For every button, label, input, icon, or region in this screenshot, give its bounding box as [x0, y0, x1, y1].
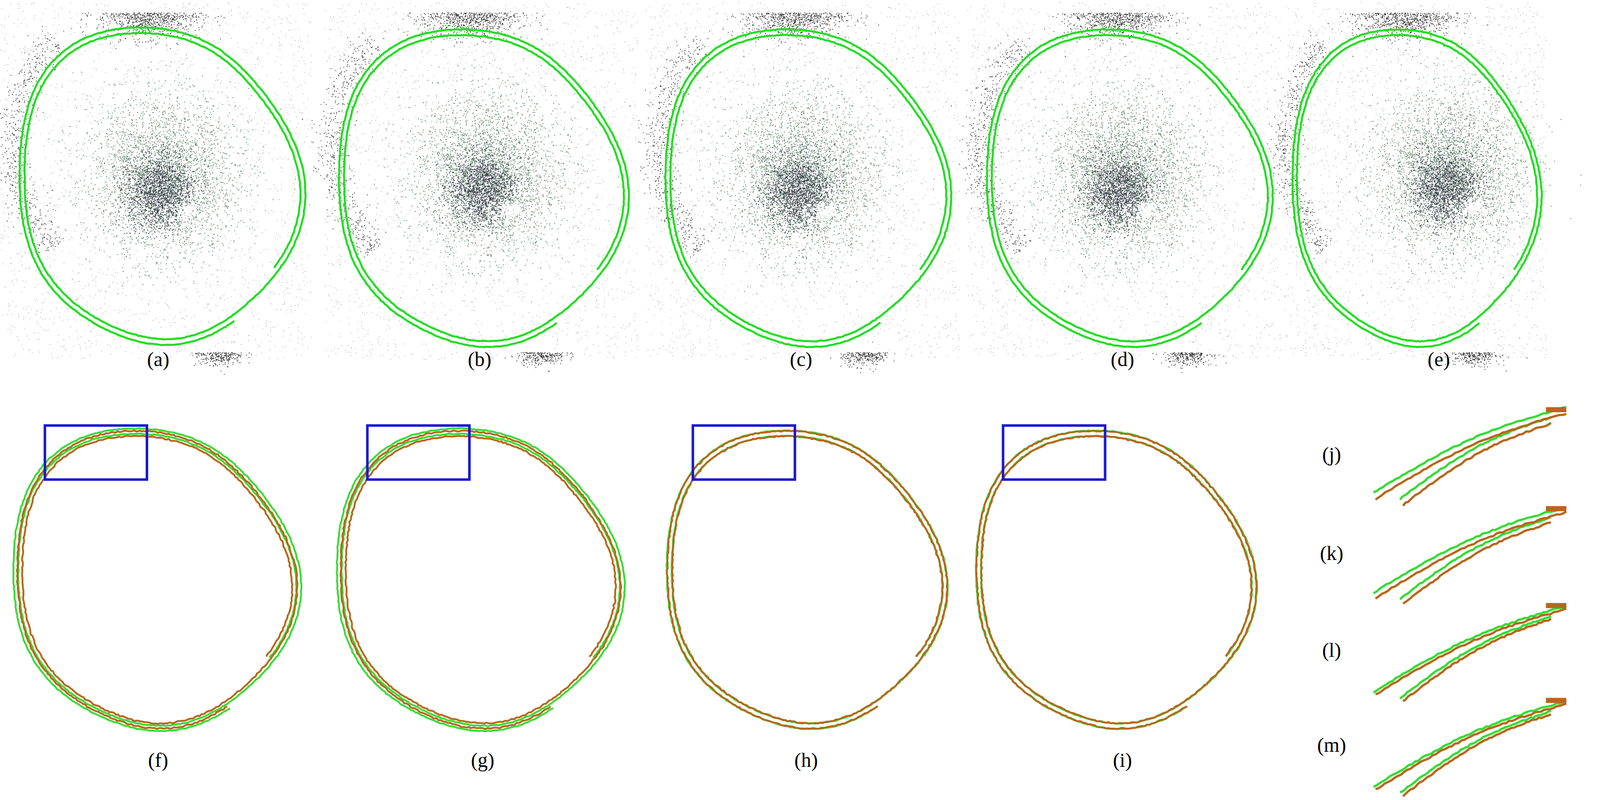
point-cloud — [1061, 133, 1172, 258]
inset-trajectory — [1400, 416, 1552, 500]
panel-label: (g) — [470, 748, 495, 773]
ground-truth — [666, 430, 948, 729]
panel-label: (l) — [1322, 637, 1342, 662]
trajectory — [19, 27, 306, 346]
zoom-box — [367, 425, 470, 480]
inset-trajectory — [1375, 703, 1567, 790]
point-cloud — [812, 198, 836, 227]
panel-label: (k) — [1319, 541, 1344, 565]
trajectory — [1292, 29, 1542, 348]
inset-trajectory — [1375, 608, 1567, 695]
ground-truth — [976, 430, 1257, 729]
trajectory — [336, 428, 625, 732]
panel-label: (m) — [1317, 732, 1347, 757]
panel-label: (d) — [1110, 347, 1135, 372]
point-cloud — [1133, 201, 1160, 224]
trajectory — [665, 29, 952, 348]
panel-label: (f) — [148, 748, 169, 773]
point-cloud — [176, 198, 197, 228]
panel-label: (b) — [467, 347, 492, 372]
point-cloud — [1007, 44, 1281, 344]
point-cloud — [687, 44, 960, 344]
point-cloud — [324, 3, 639, 361]
panel-label: (i) — [1112, 748, 1132, 773]
point-cloud — [0, 2, 312, 361]
point-cloud — [497, 196, 521, 221]
point-cloud — [48, 44, 322, 344]
point-cloud — [967, 2, 1282, 360]
point-cloud — [646, 2, 960, 360]
inset-trajectory — [1403, 422, 1552, 506]
panel-label: (c) — [789, 347, 812, 372]
ground-truth — [340, 430, 622, 730]
trajectory — [986, 29, 1273, 348]
inset-trajectory — [1545, 698, 1567, 704]
point-cloud — [629, 12, 895, 374]
point-cloud — [1459, 194, 1484, 221]
point-cloud — [372, 42, 646, 342]
panel-label: (e) — [1427, 347, 1450, 372]
panel-label: (a) — [147, 347, 170, 372]
trajectory — [975, 430, 1257, 730]
point-cloud — [741, 134, 852, 258]
inset-trajectory — [1403, 522, 1552, 604]
zoom-box — [1003, 425, 1106, 480]
inset-trajectory — [1545, 506, 1567, 512]
point-cloud — [426, 132, 537, 256]
point-cloud — [1388, 129, 1499, 254]
ground-truth — [17, 430, 298, 729]
zoom-box — [692, 425, 795, 480]
trajectory — [13, 428, 302, 732]
panel-label: (h) — [794, 748, 818, 773]
point-cloud — [0, 12, 252, 376]
point-cloud — [102, 135, 213, 258]
trajectory — [666, 430, 948, 730]
zoom-box — [44, 425, 147, 480]
trajectory — [339, 29, 629, 348]
inset-trajectory — [1545, 603, 1567, 609]
point-cloud — [1334, 40, 1582, 339]
inset-trajectory — [1375, 511, 1567, 599]
point-cloud — [301, 12, 574, 373]
panel-label: (j) — [1322, 442, 1342, 466]
inset-trajectory — [1403, 714, 1552, 797]
point-cloud — [1266, 12, 1528, 372]
point-cloud — [1284, 2, 1547, 361]
inset-trajectory — [1545, 407, 1567, 413]
inset-trajectory — [1403, 618, 1552, 702]
